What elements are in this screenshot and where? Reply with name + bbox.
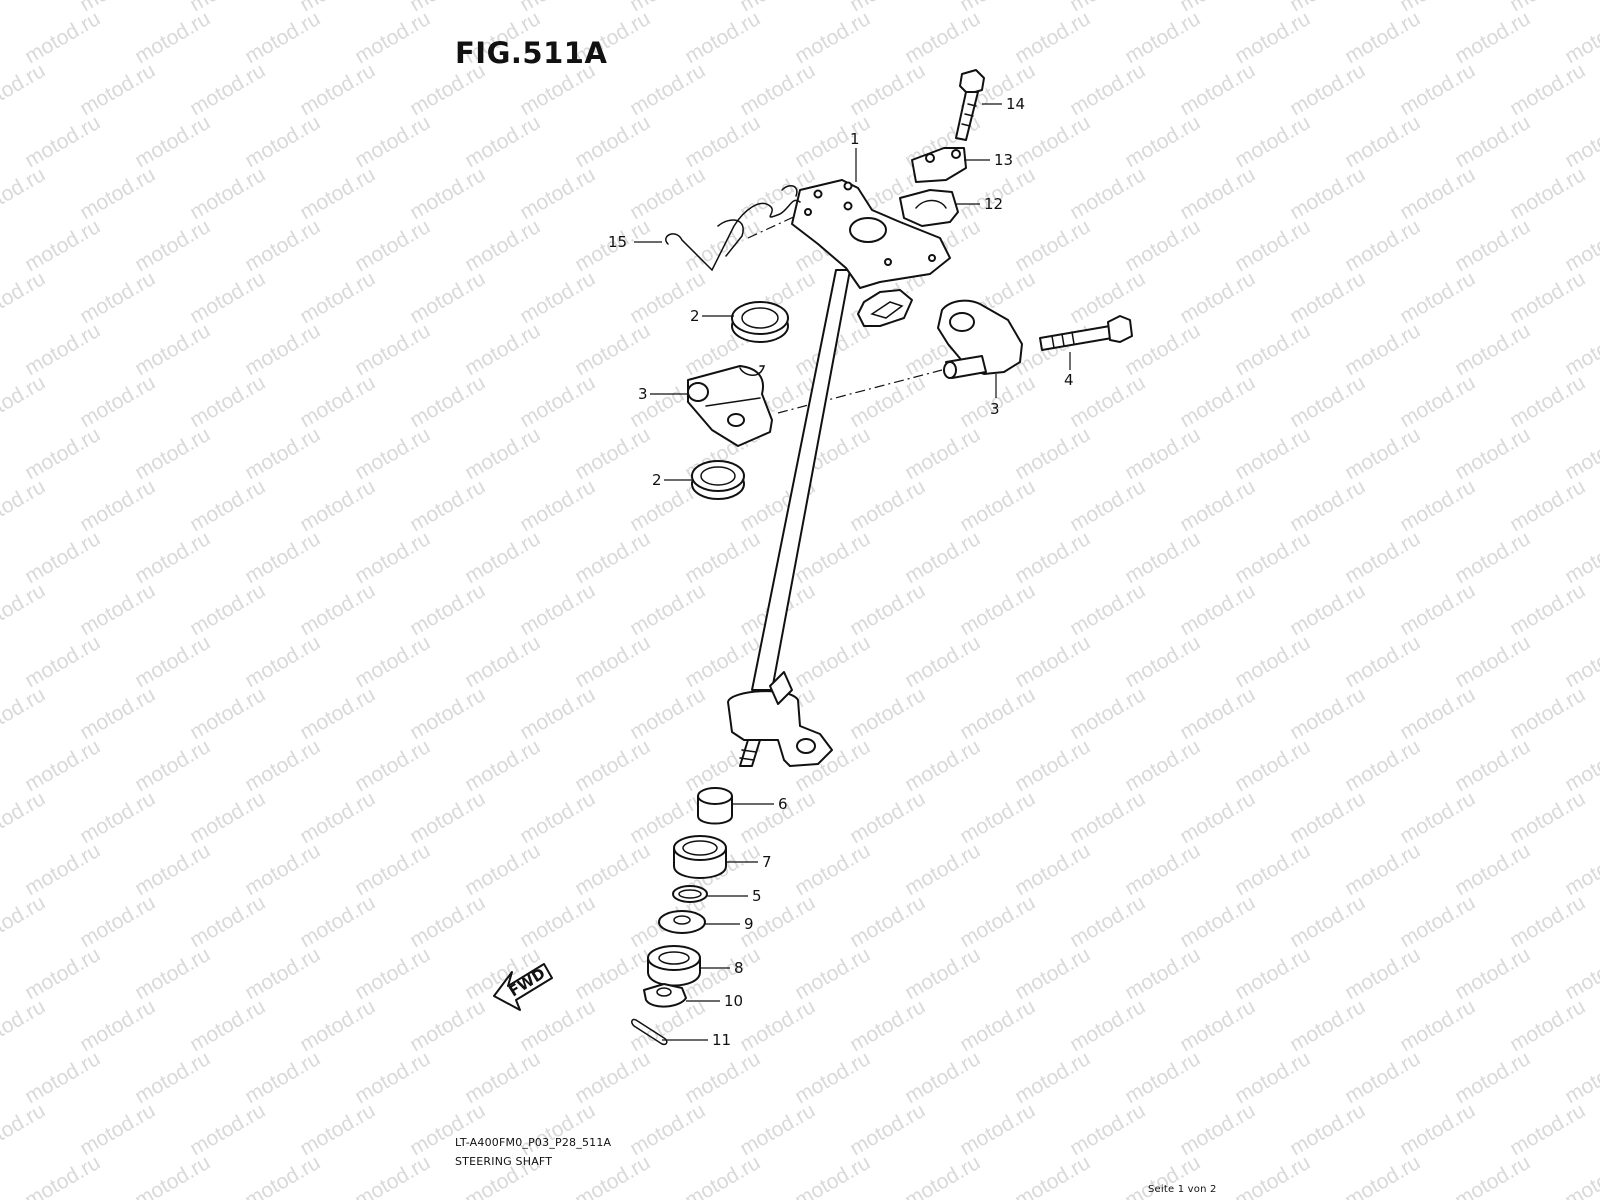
part-14-bolt — [955, 69, 985, 141]
callout-8: 8 — [734, 959, 744, 977]
part-2-upper-bushing — [731, 301, 789, 343]
callout-5: 5 — [752, 887, 762, 905]
callout-15: 15 — [608, 233, 627, 251]
part-3-left-bracket — [687, 365, 773, 447]
fwd-arrow-icon: FWD — [493, 963, 553, 1011]
part-10-nut — [643, 983, 687, 1008]
part-1-upper-plate — [791, 179, 951, 289]
callout-3-right: 3 — [990, 400, 1000, 418]
figure-model-code: LT-A400FM0_P03_P28_511A — [455, 1136, 612, 1149]
part-4-bolt — [1039, 315, 1133, 351]
part-12-lower-clamp — [899, 189, 959, 227]
callout-1: 1 — [850, 130, 860, 148]
part-6-collar — [697, 787, 733, 825]
part-15-wire-clip — [665, 185, 801, 272]
part-9-washer — [658, 910, 706, 934]
page-indicator: Seite 1 von 2 — [1148, 1184, 1217, 1195]
callout-6: 6 — [778, 795, 788, 813]
part-2-lower-bushing — [691, 460, 745, 500]
assembly-line-bracket — [777, 369, 943, 414]
part-13-upper-clamp — [911, 147, 967, 183]
part-5-o-ring — [672, 885, 708, 903]
part-7-oil-seal — [673, 835, 727, 879]
lower-shaft-boss — [727, 671, 833, 767]
callout-9: 9 — [744, 915, 754, 933]
assembly-line-top — [747, 213, 801, 239]
callout-12: 12 — [984, 195, 1003, 213]
callout-10: 10 — [724, 992, 743, 1010]
part-3-right-bracket — [937, 299, 1023, 379]
callout-13: 13 — [994, 151, 1013, 169]
figure-name: STEERING SHAFT — [455, 1155, 553, 1168]
leader-lines — [634, 103, 1071, 1041]
callout-14: 14 — [1006, 95, 1025, 113]
callout-2-lower: 2 — [652, 471, 662, 489]
callout-2-upper: 2 — [690, 307, 700, 325]
figure-title: FIG.511A — [455, 36, 608, 70]
callout-11: 11 — [712, 1031, 731, 1049]
part-11-cotter-pin — [631, 1018, 668, 1046]
callout-7: 7 — [762, 853, 772, 871]
part-8-bearing — [647, 945, 701, 987]
callout-4: 4 — [1064, 371, 1074, 389]
fwd-label: FWD — [506, 964, 549, 1000]
callout-3-left: 3 — [638, 385, 648, 403]
wire-loop — [857, 289, 913, 327]
callout-labels: 14 1 13 12 15 2 4 3 3 2 6 7 5 9 8 10 11 — [608, 95, 1074, 1049]
